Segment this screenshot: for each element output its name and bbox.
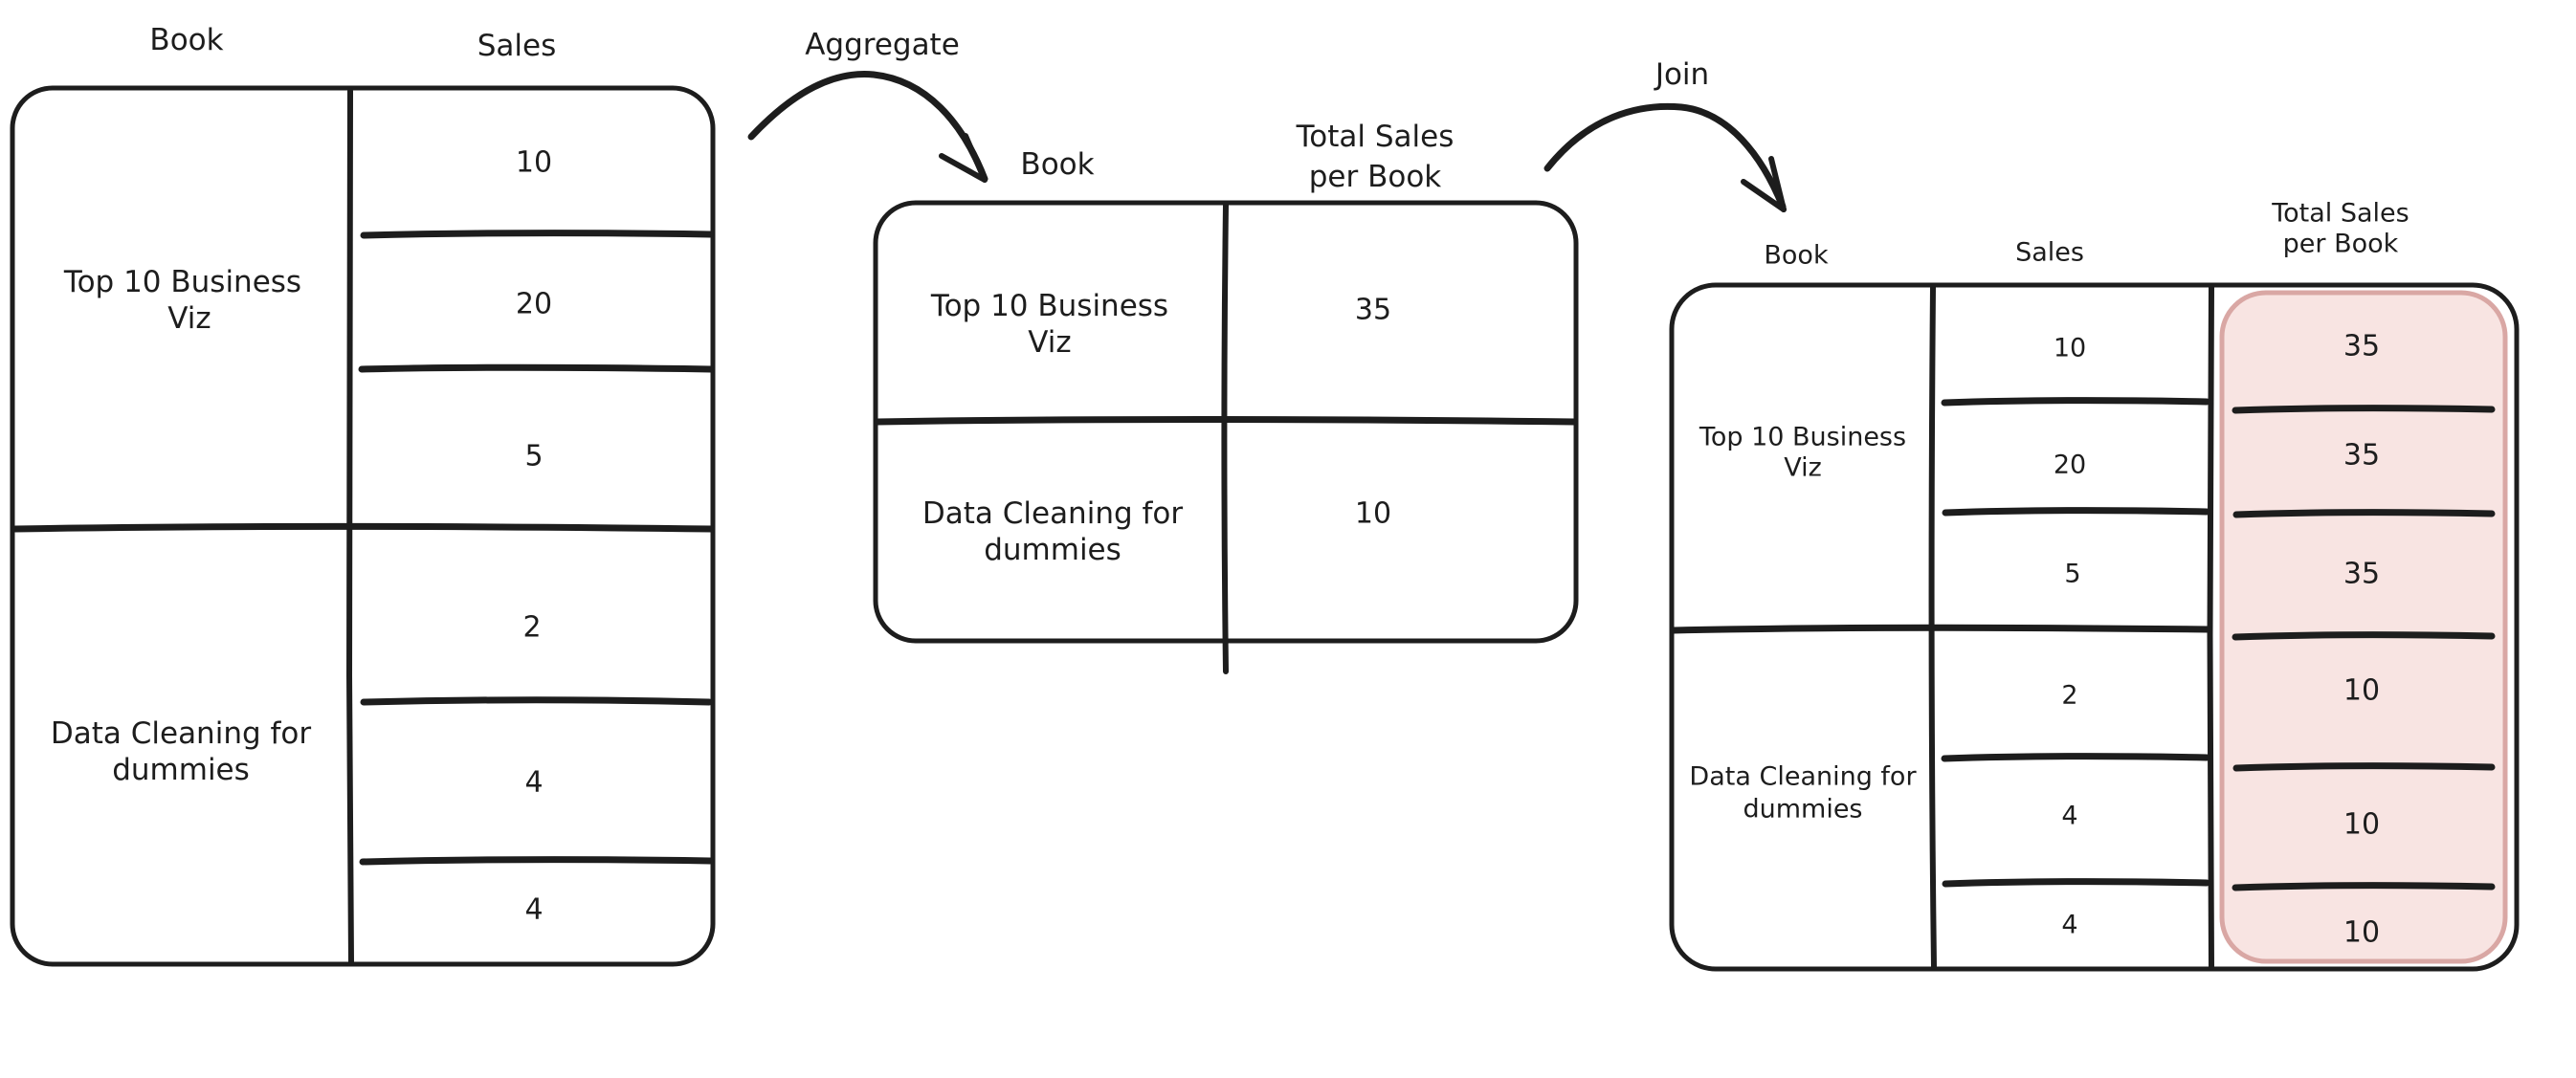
source-sales-divider-2 [358, 363, 715, 373]
source-column-divider [345, 88, 354, 965]
joined-book1-line1: Top 10 Business [1699, 423, 1906, 452]
aggregate-total-value: 10 [1355, 497, 1391, 531]
joined-sales-divider-1 [1941, 397, 2210, 407]
aggregate-arrow-label: Aggregate [805, 28, 960, 62]
joined-total-divider-1 [2232, 405, 2496, 414]
joined-table-border [1669, 282, 2520, 972]
joined-total-header2: per Book [2283, 230, 2399, 259]
join-arrowhead-barb [1741, 179, 1787, 212]
joined-total-divider-2 [2232, 509, 2496, 518]
aggregate-arrow: Aggregate [747, 28, 988, 183]
aggregate-book2-line2: dummies [984, 533, 1121, 567]
joined-total-value: 10 [2343, 808, 2380, 842]
source-sales-value: 4 [524, 766, 543, 800]
aggregate-book2-line1: Data Cleaning for [922, 496, 1184, 531]
joined-total-divider-5 [2232, 882, 2496, 891]
aggregate-row-divider [874, 415, 1578, 426]
aggregate-book1-line2: Viz [1028, 325, 1071, 360]
joined-sales-value: 2 [2061, 681, 2077, 711]
aggregate-arrowhead-barb [939, 153, 988, 183]
aggregate-arrowhead-barb [963, 133, 988, 183]
aggregate-total-header2: per Book [1309, 160, 1442, 194]
joined-total-divider-3 [2232, 631, 2496, 641]
joined-sales-divider-4 [1942, 878, 2210, 888]
joined-book2-line1: Data Cleaning for [1689, 762, 1917, 792]
aggregate-total-header1: Total Sales [1296, 120, 1455, 154]
joined-book2-line2: dummies [1743, 795, 1862, 825]
join-arrow: Join [1543, 57, 1787, 212]
joined-book-row-divider [1670, 624, 2212, 634]
source-sales-divider-1 [360, 230, 714, 239]
joined-table: Book Sales Total Sales per Book Top 10 B… [1669, 199, 2520, 972]
joined-total-value: 35 [2343, 330, 2380, 363]
joined-sales-value: 20 [2054, 451, 2086, 480]
source-sales-divider-4 [359, 856, 714, 866]
source-book-row-divider [11, 522, 716, 533]
aggregate-column-divider [1221, 202, 1229, 674]
source-sales-value: 2 [522, 611, 541, 645]
source-book2-line2: dummies [112, 753, 250, 787]
joined-total-value: 10 [2343, 916, 2380, 950]
joined-total-value: 10 [2343, 674, 2380, 708]
aggregate-total-value: 35 [1355, 294, 1391, 327]
joined-sales-header: Sales [2015, 238, 2084, 268]
source-sales-divider-3 [360, 696, 713, 706]
join-arrowhead-barb [1768, 156, 1787, 212]
joined-sales-value: 4 [2061, 911, 2077, 940]
joined-total-header1: Total Sales [2271, 199, 2409, 229]
joined-sales-value: 4 [2061, 802, 2077, 831]
joined-total-highlight [2219, 290, 2508, 964]
joined-sales-divider-3 [1941, 753, 2210, 762]
source-sales-value: 10 [516, 146, 552, 180]
joined-total-divider-4 [2232, 762, 2496, 772]
source-book2-line1: Data Cleaning for [51, 716, 312, 751]
source-sales-value: 4 [524, 893, 543, 927]
aggregate-table: Book Total Sales per Book Top 10 Busines… [873, 120, 1579, 674]
source-table: Book Sales Top 10 Business Viz Data Clea… [10, 23, 716, 967]
source-book1-line1: Top 10 Business [63, 265, 301, 299]
join-arrow-label: Join [1654, 57, 1709, 92]
join-arrow-shaft [1543, 102, 1787, 210]
joined-book1-line2: Viz [1784, 453, 1822, 483]
joined-sales-divider-2 [1942, 507, 2210, 517]
aggregate-book1-line1: Top 10 Business [930, 289, 1168, 323]
aggregate-book-header: Book [1020, 147, 1094, 182]
joined-sales-value: 5 [2064, 560, 2080, 589]
joined-book-header: Book [1764, 241, 1829, 271]
source-sales-header: Sales [477, 29, 557, 63]
source-book1-line2: Viz [167, 301, 211, 336]
source-sales-value: 5 [524, 440, 543, 473]
joined-total-value: 35 [2343, 439, 2380, 473]
joined-total-value: 35 [2343, 558, 2380, 591]
source-book-header: Book [149, 23, 223, 57]
joined-sales-value: 10 [2054, 334, 2086, 363]
source-sales-value: 20 [516, 288, 552, 321]
aggregate-arrow-shaft [747, 71, 988, 183]
